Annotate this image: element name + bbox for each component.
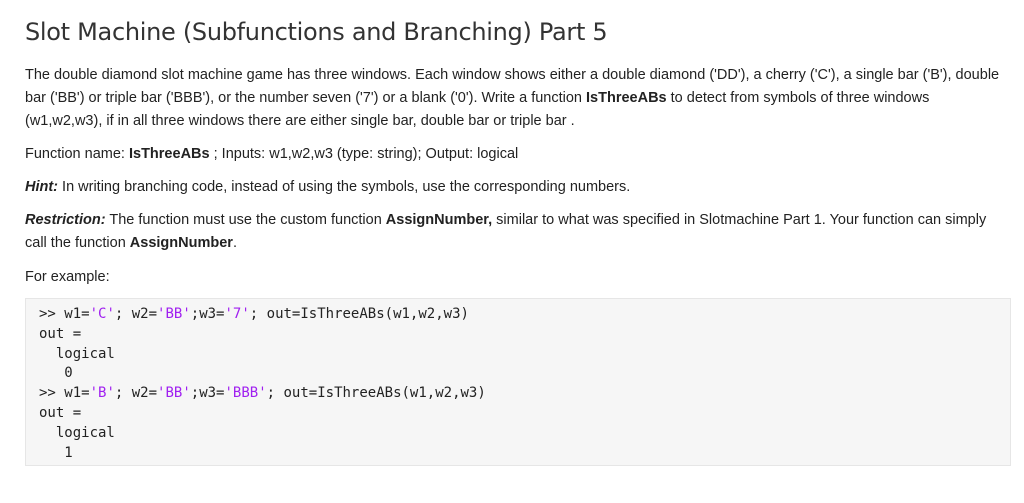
code-line-value-2: 1 bbox=[39, 444, 73, 461]
intro-paragraph: The double diamond slot machine game has… bbox=[25, 64, 1005, 133]
code-line-command-2: >> w1='B'; w2='BB';w3='BBB'; out=IsThree… bbox=[39, 385, 486, 402]
signature-label: Function name: bbox=[25, 146, 129, 162]
example-label: For example: bbox=[25, 269, 110, 285]
hint-paragraph: Hint: In writing branching code, instead… bbox=[25, 176, 1005, 199]
signature-function-name: IsThreeABs bbox=[128, 146, 210, 162]
intro-text-before: The double diamond slot machine game has… bbox=[25, 67, 1000, 106]
code-line-type-2: logical bbox=[39, 424, 115, 441]
code-line-command-1: >> w1='C'; w2='BB';w3='7'; out=IsThreeAB… bbox=[39, 306, 469, 322]
hint-label: Hint: bbox=[25, 179, 59, 195]
restriction-custom-function-2: AssignNumber bbox=[129, 235, 233, 251]
code-listing: >> w1='C'; w2='BB';w3='7'; out=IsThreeAB… bbox=[39, 305, 486, 463]
page-title: Slot Machine (Subfunctions and Branching… bbox=[25, 18, 608, 46]
hint-text: In writing branching code, instead of us… bbox=[58, 179, 631, 195]
signature-details: ; Inputs: w1,w2,w3 (type: string); Outpu… bbox=[209, 146, 519, 162]
restriction-text-before: The function must use the custom functio… bbox=[105, 212, 386, 228]
code-line-value-1: 0 bbox=[39, 365, 73, 382]
code-line-type-1: logical bbox=[39, 345, 115, 362]
function-signature: Function name: IsThreeABs ; Inputs: w1,w… bbox=[25, 143, 1005, 166]
restriction-custom-function: AssignNumber, bbox=[385, 212, 493, 228]
restriction-text-middle: similar to what was specified in Slotmac… bbox=[25, 212, 987, 251]
intro-text-after: to detect from symbols of three windows … bbox=[25, 90, 930, 129]
code-example-block: >> w1='C'; w2='BB';w3='7'; out=IsThreeAB… bbox=[25, 298, 1011, 466]
code-line-out-label-2: out = bbox=[39, 404, 82, 421]
code-line-out-label-1: out = bbox=[39, 325, 82, 342]
intro-function-name: IsThreeABs bbox=[586, 90, 667, 106]
restriction-label: Restriction: bbox=[25, 212, 106, 228]
restriction-text-after: . bbox=[232, 235, 237, 251]
restriction-paragraph: Restriction: The function must use the c… bbox=[25, 209, 1005, 255]
